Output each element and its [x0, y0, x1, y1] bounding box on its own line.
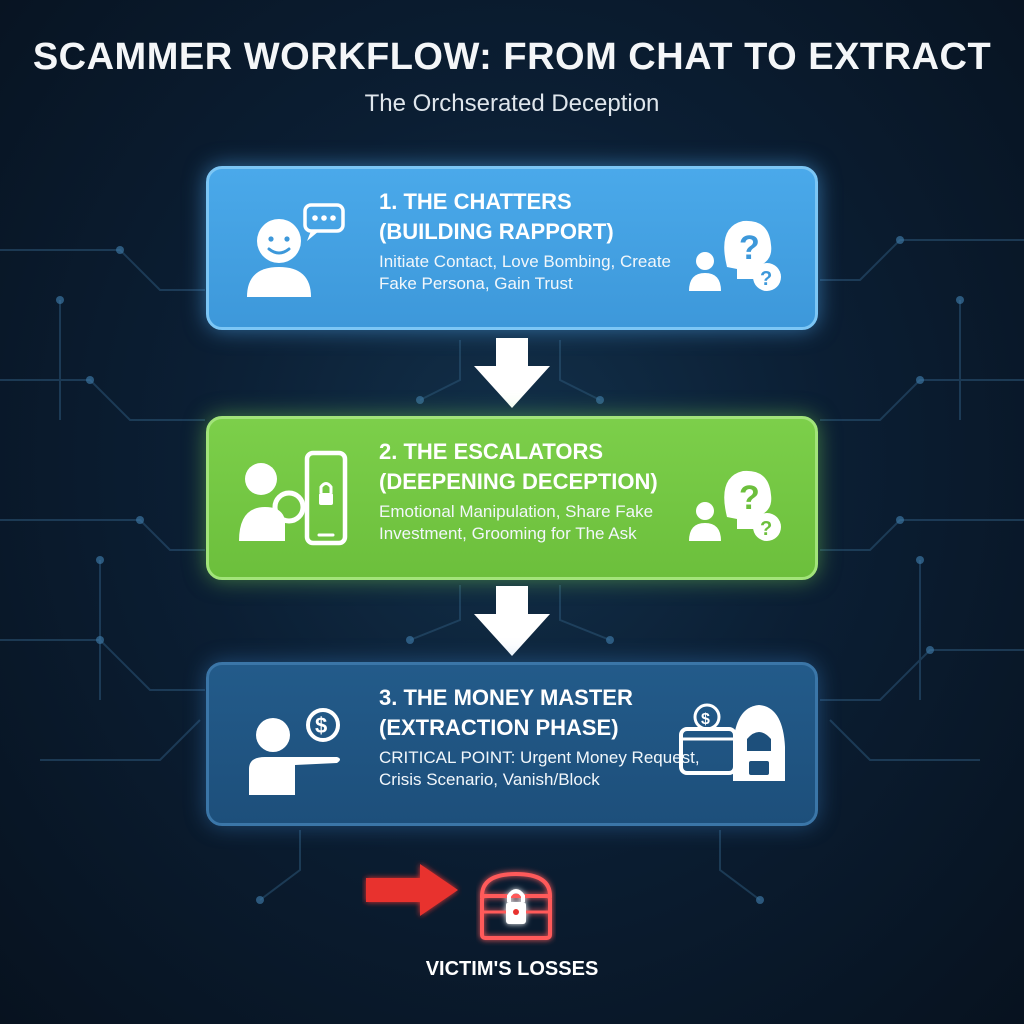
person-chat-icon — [247, 203, 345, 297]
stage-title: 2. THE ESCALATORS (DEEPENING DECEPTION) — [379, 439, 658, 494]
stage-money-master: $ 3. THE MONEY MASTER (EXTRACTION PHASE)… — [206, 662, 818, 826]
stage-title: 1. THE CHATTERS (BUILDING RAPPORT) — [379, 189, 614, 244]
stage-title: 3. THE MONEY MASTER (EXTRACTION PHASE) — [379, 685, 633, 740]
page-subtitle: The Orchserated Deception — [364, 90, 660, 117]
person-pointing-money-icon: $ — [249, 708, 340, 795]
red-arrow-icon — [366, 864, 458, 916]
svg-text:?: ? — [760, 268, 772, 290]
victims-losses-label: VICTIM'S LOSSES — [425, 958, 599, 980]
svg-text:$: $ — [315, 713, 327, 738]
svg-text:?: ? — [760, 518, 772, 540]
svg-text:?: ? — [739, 479, 760, 517]
stage-escalators: 2. THE ESCALATORS (DEEPENING DECEPTION) … — [206, 416, 818, 580]
stage-chatters: 1. THE CHATTERS (BUILDING RAPPORT) Initi… — [206, 166, 818, 330]
stage-description: Emotional Manipulation, Share Fake Inves… — [379, 502, 654, 543]
locked-chest-icon — [479, 871, 553, 940]
svg-text:$: $ — [701, 711, 710, 728]
confused-people-icon: ? ? — [689, 220, 781, 291]
wallet-hacker-icon: $ — [679, 703, 785, 781]
stage-description: Initiate Contact, Love Bombing, Create F… — [379, 252, 671, 293]
person-phone-search-icon — [239, 450, 348, 546]
svg-text:?: ? — [739, 229, 760, 267]
confused-people-icon: ? ? — [689, 470, 781, 541]
stage-description: CRITICAL POINT: Urgent Money Request, Cr… — [379, 748, 700, 789]
page-title: SCAMMER WORKFLOW: FROM CHAT TO EXTRACT — [32, 36, 992, 78]
down-arrow-icon — [474, 338, 550, 408]
down-arrow-icon — [474, 586, 550, 656]
